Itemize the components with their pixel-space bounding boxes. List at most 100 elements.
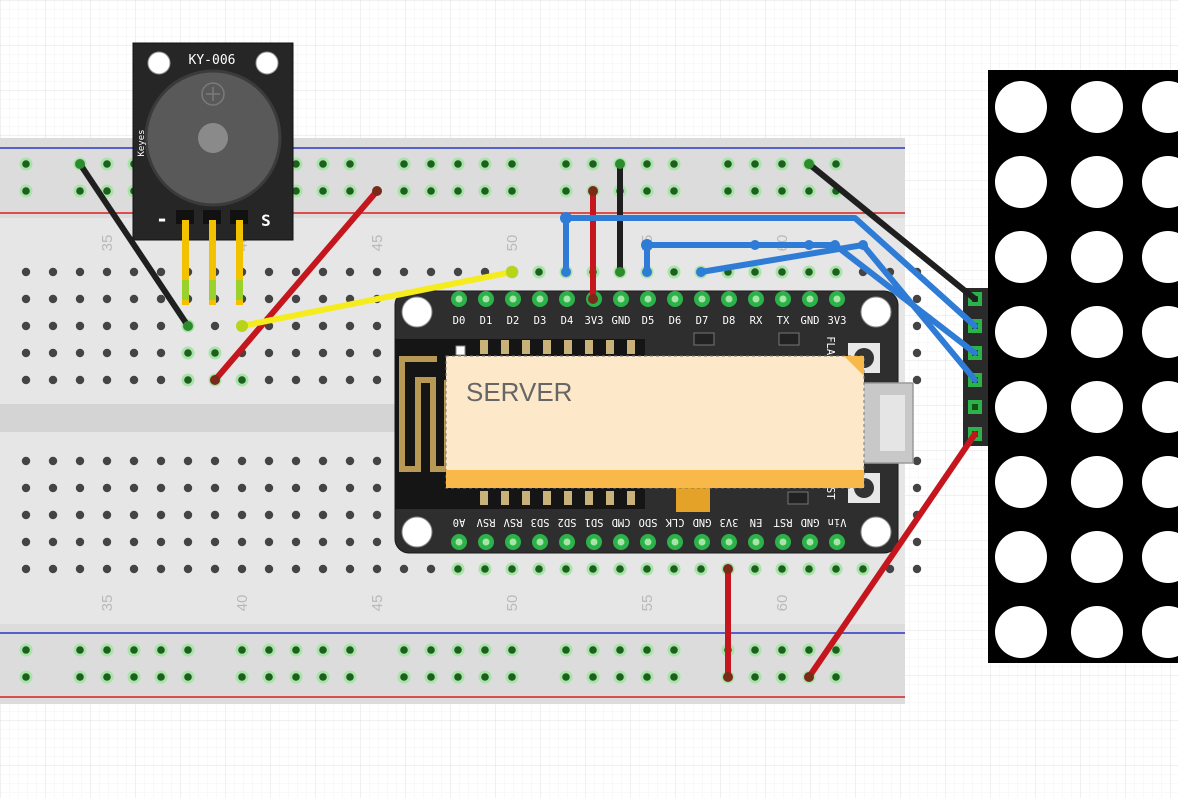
rail-hole[interactable] — [76, 673, 84, 681]
connected-hole[interactable] — [481, 565, 489, 573]
rail-hole[interactable] — [319, 673, 327, 681]
rail-hole[interactable] — [400, 187, 408, 195]
breadboard-hole[interactable] — [291, 267, 301, 277]
breadboard-hole[interactable] — [345, 537, 355, 547]
breadboard-hole[interactable] — [210, 564, 220, 574]
rail-hole[interactable] — [589, 646, 597, 654]
breadboard-hole[interactable] — [885, 564, 895, 574]
connected-hole[interactable] — [697, 565, 705, 573]
breadboard-hole[interactable] — [372, 348, 382, 358]
breadboard-hole[interactable] — [21, 456, 31, 466]
breadboard-hole[interactable] — [426, 267, 436, 277]
breadboard-hole[interactable] — [102, 483, 112, 493]
breadboard-hole[interactable] — [75, 321, 85, 331]
breadboard-hole[interactable] — [291, 294, 301, 304]
rail-hole[interactable] — [76, 646, 84, 654]
rail-hole[interactable] — [562, 646, 570, 654]
breadboard-hole[interactable] — [210, 537, 220, 547]
connected-hole[interactable] — [805, 565, 813, 573]
breadboard-hole[interactable] — [21, 294, 31, 304]
wire-blue-d4[interactable] — [563, 215, 978, 329]
connected-hole[interactable] — [238, 376, 246, 384]
breadboard-hole[interactable] — [129, 483, 139, 493]
breadboard-hole[interactable] — [129, 348, 139, 358]
breadboard-hole[interactable] — [156, 456, 166, 466]
breadboard-hole[interactable] — [75, 456, 85, 466]
breadboard-hole[interactable] — [291, 321, 301, 331]
connected-hole[interactable] — [778, 268, 786, 276]
rail-hole[interactable] — [508, 646, 516, 654]
breadboard-hole[interactable] — [912, 294, 922, 304]
wire-red-matrix-vcc[interactable] — [804, 431, 978, 682]
connected-hole[interactable] — [184, 376, 192, 384]
breadboard-hole[interactable] — [48, 564, 58, 574]
breadboard-hole[interactable] — [48, 537, 58, 547]
rail-hole[interactable] — [427, 646, 435, 654]
breadboard-hole[interactable] — [318, 375, 328, 385]
breadboard-hole[interactable] — [75, 375, 85, 385]
breadboard-hole[interactable] — [264, 267, 274, 277]
breadboard-hole[interactable] — [372, 483, 382, 493]
rail-hole[interactable] — [346, 187, 354, 195]
connected-hole[interactable] — [832, 565, 840, 573]
breadboard-hole[interactable] — [102, 375, 112, 385]
rail-hole[interactable] — [22, 673, 30, 681]
rail-hole[interactable] — [238, 646, 246, 654]
rail-hole[interactable] — [778, 646, 786, 654]
breadboard-hole[interactable] — [912, 456, 922, 466]
rail-hole[interactable] — [562, 673, 570, 681]
breadboard-hole[interactable] — [912, 564, 922, 574]
rail-hole[interactable] — [22, 160, 30, 168]
breadboard-hole[interactable] — [318, 321, 328, 331]
breadboard-hole[interactable] — [129, 294, 139, 304]
breadboard-hole[interactable] — [129, 456, 139, 466]
breadboard-hole[interactable] — [264, 348, 274, 358]
breadboard-hole[interactable] — [102, 348, 112, 358]
breadboard-hole[interactable] — [48, 348, 58, 358]
rail-hole[interactable] — [346, 646, 354, 654]
rail-hole[interactable] — [508, 673, 516, 681]
rail-hole[interactable] — [454, 160, 462, 168]
breadboard-hole[interactable] — [48, 456, 58, 466]
rail-hole[interactable] — [292, 673, 300, 681]
led-matrix[interactable] — [963, 70, 1178, 663]
rail-hole[interactable] — [454, 673, 462, 681]
connected-hole[interactable] — [535, 268, 543, 276]
rail-hole[interactable] — [751, 673, 759, 681]
rail-hole[interactable] — [751, 646, 759, 654]
rail-hole[interactable] — [670, 673, 678, 681]
breadboard-hole[interactable] — [264, 375, 274, 385]
breadboard-hole[interactable] — [129, 510, 139, 520]
connected-hole[interactable] — [589, 565, 597, 573]
breadboard-hole[interactable] — [48, 267, 58, 277]
rail-hole[interactable] — [562, 160, 570, 168]
breadboard-hole[interactable] — [912, 348, 922, 358]
connected-hole[interactable] — [859, 565, 867, 573]
breadboard-hole[interactable] — [237, 483, 247, 493]
breadboard-hole[interactable] — [156, 510, 166, 520]
rail-hole[interactable] — [400, 646, 408, 654]
breadboard-hole[interactable] — [237, 510, 247, 520]
rail-hole[interactable] — [805, 187, 813, 195]
breadboard-hole[interactable] — [156, 267, 166, 277]
rail-hole[interactable] — [643, 673, 651, 681]
rail-hole[interactable] — [643, 646, 651, 654]
buzzer-module[interactable]: KY-006 Keyes - S — [132, 42, 294, 305]
rail-hole[interactable] — [616, 646, 624, 654]
connected-hole[interactable] — [184, 349, 192, 357]
breadboard-hole[interactable] — [129, 321, 139, 331]
rail-hole[interactable] — [805, 646, 813, 654]
rail-hole[interactable] — [427, 160, 435, 168]
breadboard-hole[interactable] — [399, 267, 409, 277]
breadboard-hole[interactable] — [156, 321, 166, 331]
breadboard-hole[interactable] — [21, 564, 31, 574]
breadboard-hole[interactable] — [75, 510, 85, 520]
breadboard-hole[interactable] — [345, 375, 355, 385]
breadboard-hole[interactable] — [210, 510, 220, 520]
breadboard-hole[interactable] — [291, 348, 301, 358]
wire-red-vin[interactable] — [723, 564, 733, 682]
rail-hole[interactable] — [22, 646, 30, 654]
connected-hole[interactable] — [211, 349, 219, 357]
breadboard-hole[interactable] — [912, 483, 922, 493]
buzzer-pin-middle[interactable] — [209, 220, 216, 305]
